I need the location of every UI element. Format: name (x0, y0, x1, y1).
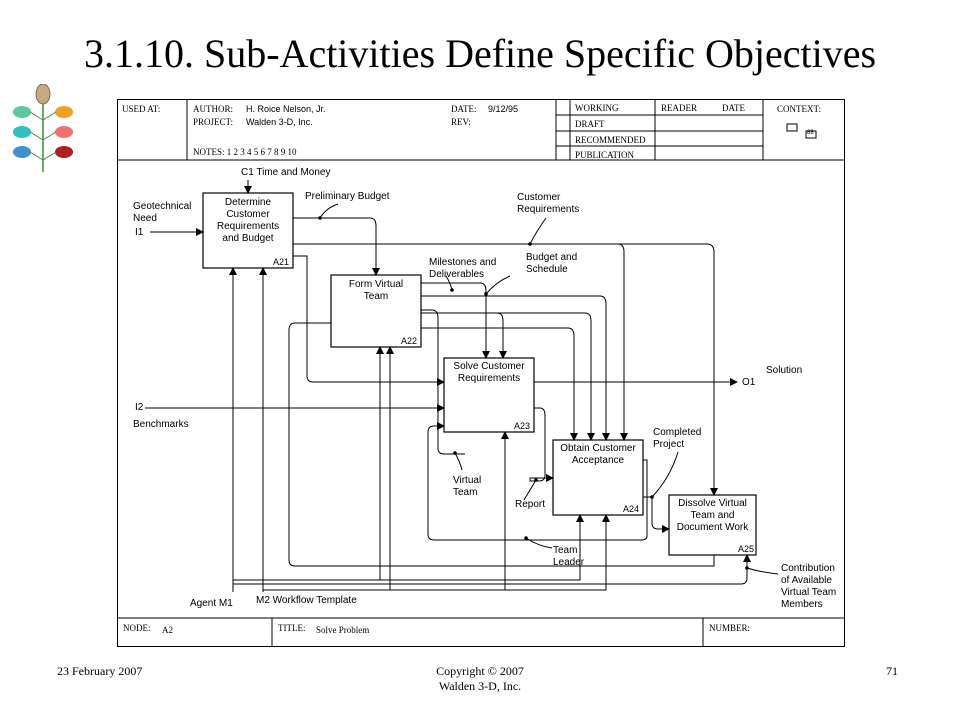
label-virtual-team: Virtual Team (453, 475, 481, 499)
header-rev-label: REV: (451, 117, 471, 127)
box-a23 (443, 357, 535, 433)
label-line: Leader (553, 557, 585, 568)
box-a22-title-line: Team (363, 291, 389, 302)
header-project-label: PROJECT: (193, 117, 234, 127)
header-reader: READER (661, 103, 697, 113)
header-notes: NOTES: 1 2 3 4 5 6 7 8 9 10 (193, 147, 297, 157)
status-publication: PUBLICATION (575, 150, 635, 160)
label-line: Team (553, 545, 578, 556)
label-line: Customer (517, 192, 561, 203)
header-date-label: DATE: (451, 104, 477, 114)
number-label: NUMBER: (709, 623, 751, 633)
box-a23-id: A23 (514, 421, 531, 431)
header-author-label: AUTHOR: (193, 104, 233, 114)
box-a25-title: Dissolve Virtual Team and Document Work (671, 498, 754, 534)
page-number: 71 (886, 664, 898, 678)
label-o1: O1 (742, 377, 756, 388)
box-a24-title: Obtain Customer Acceptance (555, 443, 641, 467)
label-contribution: Contribution of Available Virtual Team M… (781, 563, 836, 611)
label-report: Report (515, 499, 546, 510)
label-line: Deliverables (429, 269, 485, 280)
footer-copyright: Copyright © 2007 Walden 3-D, Inc. (380, 664, 580, 694)
label-line: Geotechnical (133, 201, 192, 212)
box-a21-title-line: Determine (224, 197, 272, 208)
box-a25 (668, 494, 757, 556)
footer-copyright-line: Walden 3-D, Inc. (438, 679, 522, 693)
node-label: NODE: (123, 623, 151, 633)
label-line: Schedule (526, 264, 568, 275)
box-a23-title: Solve Customer Requirements (446, 361, 532, 385)
label-geotechnical-need: Geotechnical Need (133, 201, 191, 225)
box-a21-title: Determine Customer Requirements and Budg… (205, 197, 291, 245)
label-line: Virtual (453, 475, 482, 486)
label-line: of Available (781, 575, 832, 586)
box-a24 (552, 439, 644, 516)
label-milestones: Milestones and Deliverables (429, 257, 496, 281)
label-line: Need (133, 213, 157, 224)
header-author-value: H. Roice Nelson, Jr. (246, 104, 326, 114)
footer-date: 23 February 2007 (57, 664, 143, 678)
label-agent-m1: Agent M1 (190, 598, 233, 609)
status-working: WORKING (575, 103, 619, 113)
status-recommended: RECOMMENDED (575, 135, 646, 145)
box-a24-title-line: Acceptance (571, 455, 625, 466)
status-draft: DRAFT (575, 119, 605, 129)
header-used-at: USED AT: (122, 104, 161, 114)
logo-tree-icon (13, 84, 73, 172)
node-value: A2 (162, 625, 173, 635)
label-line: Team (453, 487, 478, 498)
box-a21-title-line: and Budget (222, 233, 274, 244)
box-a25-title-line: Dissolve Virtual (678, 498, 747, 509)
label-line: Budget and (526, 252, 578, 263)
header-date-col: DATE (722, 103, 745, 113)
label-m2: M2 Workflow Template (256, 595, 357, 606)
box-a21 (202, 192, 294, 269)
box-a25-title-line: Document Work (676, 522, 749, 533)
label-line: Completed (653, 427, 702, 438)
box-a21-id: A21 (273, 257, 290, 267)
label-solution: Solution (766, 365, 803, 376)
label-preliminary-budget: Preliminary Budget (305, 191, 390, 202)
box-a22-title: Form Virtual Team (333, 279, 419, 303)
label-completed-project: Completed Project (653, 427, 701, 451)
title-value: Solve Problem (316, 625, 370, 635)
label-line: Virtual Team (781, 587, 837, 598)
label-line: Milestones and (429, 257, 497, 268)
context-box-label: 88 (807, 130, 814, 136)
label-budget-schedule: Budget and Schedule (526, 252, 577, 276)
label-line: Requirements (517, 204, 580, 215)
footer-copyright-line: Copyright © 2007 (436, 664, 524, 678)
box-a22-id: A22 (401, 336, 418, 346)
label-line: Contribution (781, 563, 835, 574)
box-a25-title-line: Team and (690, 510, 735, 521)
box-a23-title-line: Requirements (457, 373, 521, 384)
label-i2: I2 (135, 402, 144, 413)
box-a22-title-line: Form Virtual (348, 279, 404, 290)
box-a25-id: A25 (738, 544, 755, 554)
box-a23-title-line: Solve Customer (453, 361, 525, 372)
label-customer-requirements: Customer Requirements (517, 192, 579, 216)
label-line: Members (781, 599, 823, 610)
box-a21-title-line: Requirements (216, 221, 280, 232)
box-a24-id: A24 (623, 504, 640, 514)
title-label: TITLE: (278, 623, 306, 633)
slide-title: 3.1.10. Sub-Activities Define Specific O… (83, 31, 877, 76)
box-a21-title-line: Customer (226, 209, 270, 220)
label-c1: C1 Time and Money (241, 167, 331, 178)
label-team-leader: Team Leader (553, 545, 584, 569)
header-date-value: 9/12/95 (488, 104, 519, 114)
label-line: Project (653, 439, 685, 450)
box-a24-title-line: Obtain Customer (560, 443, 636, 454)
header-context: CONTEXT: (777, 104, 822, 114)
idef0-frame (117, 99, 845, 647)
header-project-value: Walden 3-D, Inc. (246, 117, 313, 127)
label-benchmarks: Benchmarks (133, 419, 189, 430)
label-i1: I1 (135, 227, 144, 238)
